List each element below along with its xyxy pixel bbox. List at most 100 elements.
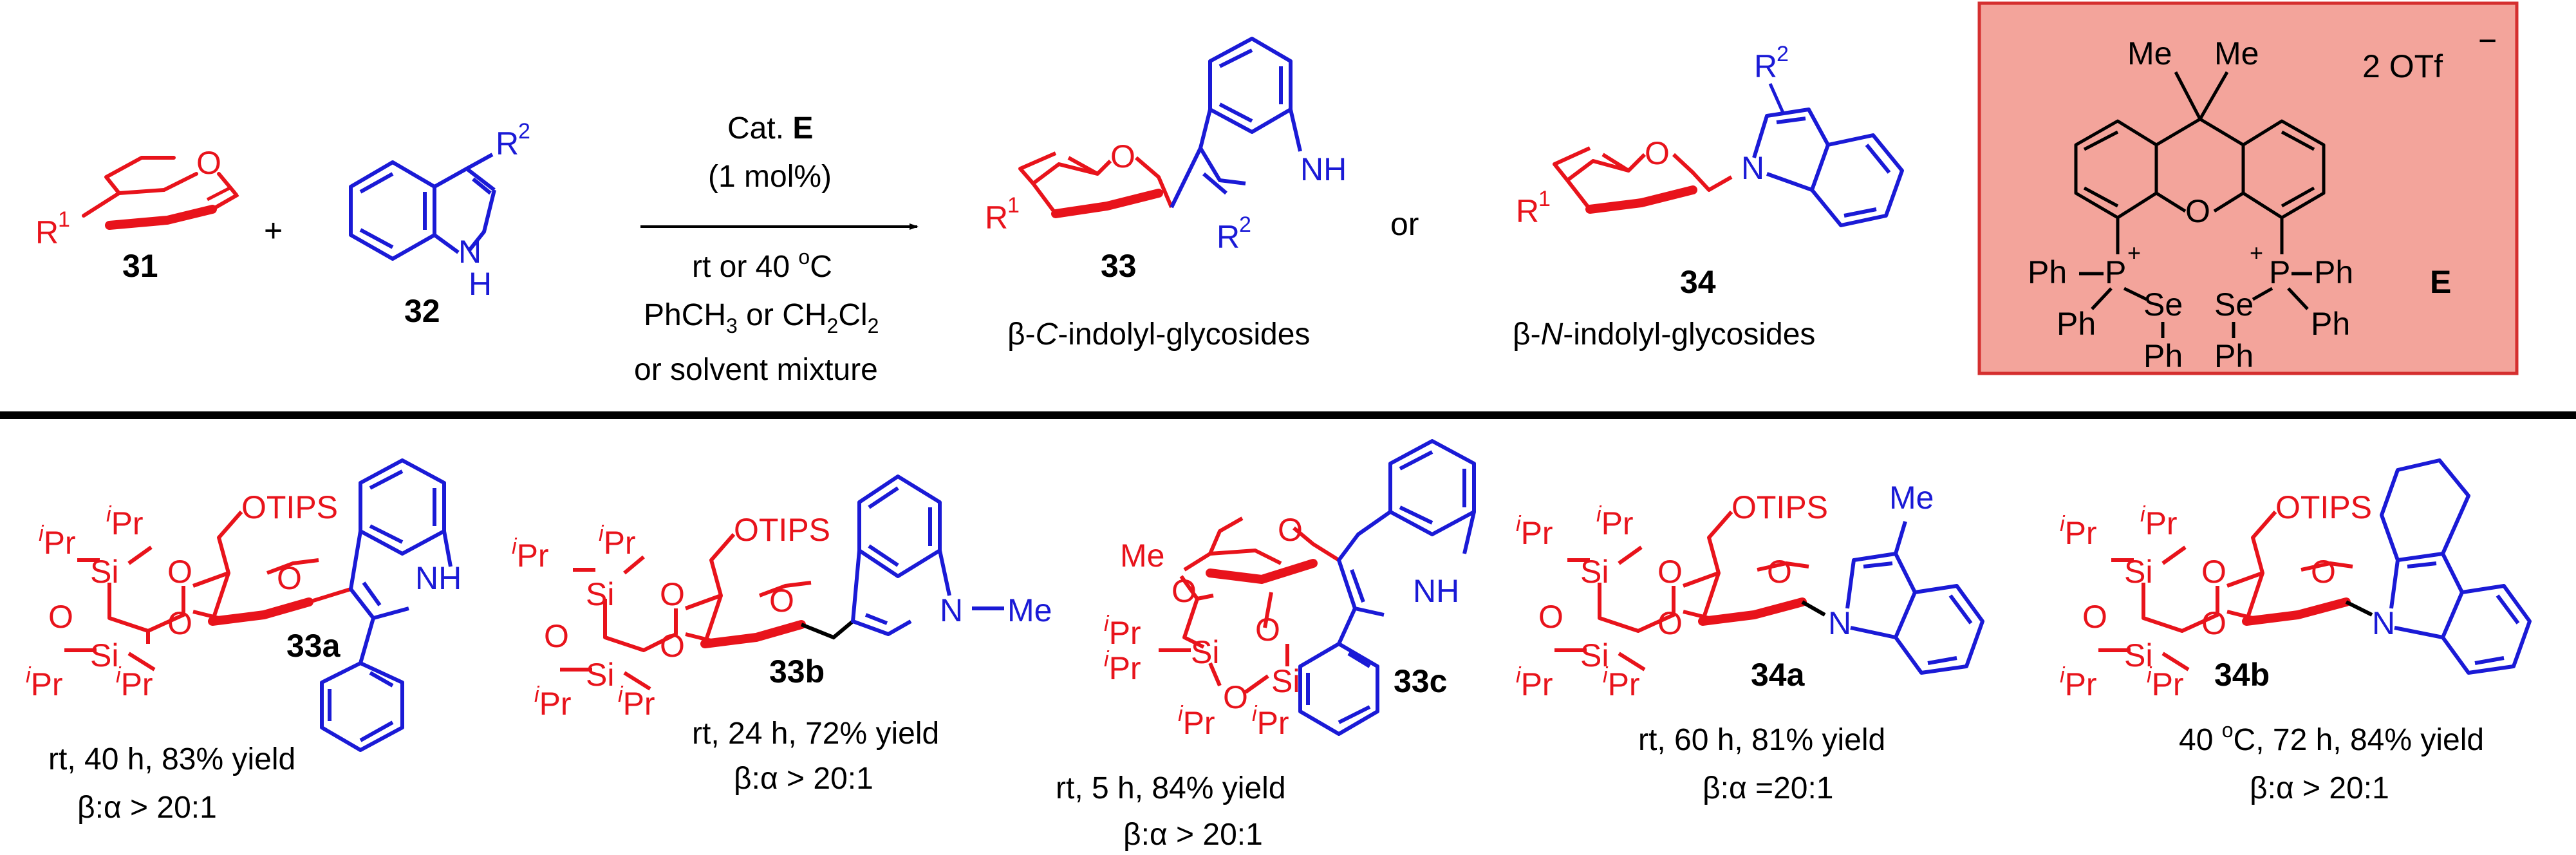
example-33b-number: 33b — [769, 653, 825, 690]
arrow-solv-a: PhCH — [644, 298, 726, 332]
example-34b-si1: Si — [2124, 554, 2152, 590]
example-34b-ipr1-pr: Pr — [2065, 515, 2097, 551]
example-34a-si2: Si — [1580, 637, 1609, 673]
example-33b-ipr4-pr: Pr — [623, 686, 655, 722]
catalyst-ph-4: Ph — [2214, 338, 2254, 374]
example-33b-si1: Si — [586, 576, 614, 612]
example-34a-o1: O — [1657, 554, 1683, 590]
indole-32-r-sup: 2 — [518, 119, 530, 144]
catalyst-se-left: Se — [2143, 287, 2183, 323]
example-34a-ipr1-pr: Pr — [1521, 515, 1553, 551]
catalyst-me-left: Me — [2127, 35, 2172, 71]
indole-32-h: H — [469, 266, 492, 302]
example-34b-o2: O — [2201, 605, 2226, 641]
example-33b-conditions: rt, 24 h, 72% yield — [692, 717, 939, 751]
svg-text:40 oC, 72 h, 84% yield: 40 oC, 72 h, 84% yield — [2179, 719, 2484, 757]
svg-text:β-C-indolyl-glycosides: β-C-indolyl-glycosides — [1007, 317, 1310, 352]
arrow-solv-b: or CH — [738, 298, 827, 332]
product-34-r1: R — [1516, 193, 1539, 229]
example-33c-selectivity: β:α > 20:1 — [1123, 818, 1263, 852]
example-34b-ring-o: O — [2311, 554, 2336, 590]
product-34-o: O — [1645, 135, 1670, 171]
example-33a-ipr2-i: i — [106, 502, 112, 527]
catalyst-label: E — [2430, 264, 2451, 300]
compound-32-number: 32 — [404, 293, 440, 329]
example-33c-o3: O — [1223, 679, 1248, 715]
svg-text:iPr: iPr — [1252, 702, 1289, 741]
indole-32: R 2 N H 32 — [349, 119, 530, 329]
example-34b-ipr4-i: i — [2147, 663, 2152, 688]
example-33a: OTIPS O O O Si Si O iPr iPr iPr iPr NH 3… — [26, 458, 462, 825]
product-33-caption-suffix: -indolyl-glycosides — [1058, 317, 1310, 352]
product-34-r2-sup: 2 — [1777, 42, 1789, 66]
product-34-caption-suffix: -indolyl-glycosides — [1563, 317, 1815, 352]
example-34a-number: 34a — [1751, 657, 1806, 693]
example-33c-ipr4-i: i — [1252, 702, 1258, 726]
product-34-r2: R — [1754, 48, 1777, 84]
example-34b-selectivity: β:α > 20:1 — [2250, 771, 2389, 805]
example-33c-ipr3-pr: Pr — [1183, 705, 1215, 741]
example-33b-ring-o: O — [769, 583, 794, 619]
catalyst-counterion-charge: − — [2478, 23, 2497, 59]
example-33a-nh: NH — [415, 560, 462, 596]
compound-34-number: 34 — [1680, 264, 1716, 300]
product-33-caption-prefix: β- — [1007, 317, 1036, 352]
example-34b-ipr3-pr: Pr — [2065, 666, 2097, 702]
svg-text:iPr: iPr — [39, 521, 76, 561]
example-34a-si1: Si — [1580, 554, 1609, 590]
catalyst-counterion: 2 OTf — [2362, 48, 2443, 84]
example-33b-si2: Si — [586, 657, 614, 693]
example-34b-n: N — [2372, 605, 2395, 641]
product-33-r1: R — [985, 200, 1008, 236]
arrow-solv-sub3: 2 — [868, 314, 879, 337]
glycal-31-r-sup: 1 — [58, 207, 70, 232]
example-34b-number: 34b — [2214, 657, 2270, 693]
example-34b-si2: Si — [2124, 637, 2152, 673]
example-33b-ipr1-pr: Pr — [517, 538, 549, 574]
svg-text:β-N-indolyl-glycosides: β-N-indolyl-glycosides — [1513, 317, 1815, 352]
example-34b-ipr4-pr: Pr — [2152, 666, 2184, 702]
example-33c-ipr3-i: i — [1178, 702, 1184, 726]
example-34b-conditions-sup: o — [2222, 719, 2234, 742]
svg-text:Cat. E: Cat. E — [727, 111, 813, 146]
svg-text:PhCH3 or CH2Cl2: PhCH3 or CH2Cl2 — [644, 298, 879, 337]
product-33-caption-italic: C — [1036, 317, 1058, 352]
svg-text:iPr: iPr — [1178, 702, 1215, 741]
compound-33-number: 33 — [1101, 248, 1137, 284]
example-34a: OTIPS O O O Si Si O iPr iPr iPr iPr N Me… — [1516, 480, 1984, 805]
example-33a-o2: O — [167, 605, 192, 641]
example-33b-o2: O — [660, 628, 685, 664]
example-33a-o3: O — [48, 599, 73, 635]
example-34a-ipr2-i: i — [1596, 502, 1602, 527]
example-33a-number: 33a — [286, 628, 341, 664]
product-34-n: N — [1741, 150, 1764, 186]
example-33c-o2: O — [1255, 612, 1280, 648]
product-33-r1-sup: 1 — [1007, 193, 1020, 218]
example-34b-o3: O — [2082, 599, 2107, 635]
example-34a-me: Me — [1889, 480, 1934, 516]
example-33c-ipr1-i: i — [1104, 612, 1110, 636]
example-33c-me: Me — [1120, 538, 1164, 574]
example-33b-o1: O — [660, 576, 685, 612]
product-34-caption-prefix: β- — [1513, 317, 1541, 352]
example-33a-otips: OTIPS — [241, 489, 338, 525]
glycal-31-o: O — [196, 145, 221, 181]
reaction-arrow: Cat. E (1 mol%) rt or 40 oC PhCH3 or CH2… — [634, 111, 919, 387]
glycal-31: O R 1 31 — [35, 145, 239, 284]
example-34a-o2: O — [1657, 605, 1683, 641]
product-33-r2: R — [1217, 219, 1240, 255]
catalyst-p-left: P — [2105, 254, 2126, 290]
example-34b: OTIPS O O O Si Si O iPr iPr iPr iPr N 34… — [2060, 458, 2532, 805]
or-text: or — [1390, 206, 1419, 242]
glycal-31-r: R — [35, 214, 59, 250]
svg-text:iPr: iPr — [2060, 512, 2097, 551]
example-33a-si2: Si — [90, 637, 118, 673]
example-33c-nh: NH — [1413, 573, 1459, 609]
svg-text:iPr: iPr — [512, 534, 549, 574]
example-33c-ipr2-pr: Pr — [1109, 650, 1141, 686]
product-34: O R 1 N R 2 34 β-N-indolyl-glycosides — [1513, 42, 1904, 352]
example-34a-ipr4-i: i — [1603, 663, 1609, 688]
indole-32-r: R — [496, 126, 519, 162]
arrow-solvent-mixture: or solvent mixture — [634, 353, 878, 387]
